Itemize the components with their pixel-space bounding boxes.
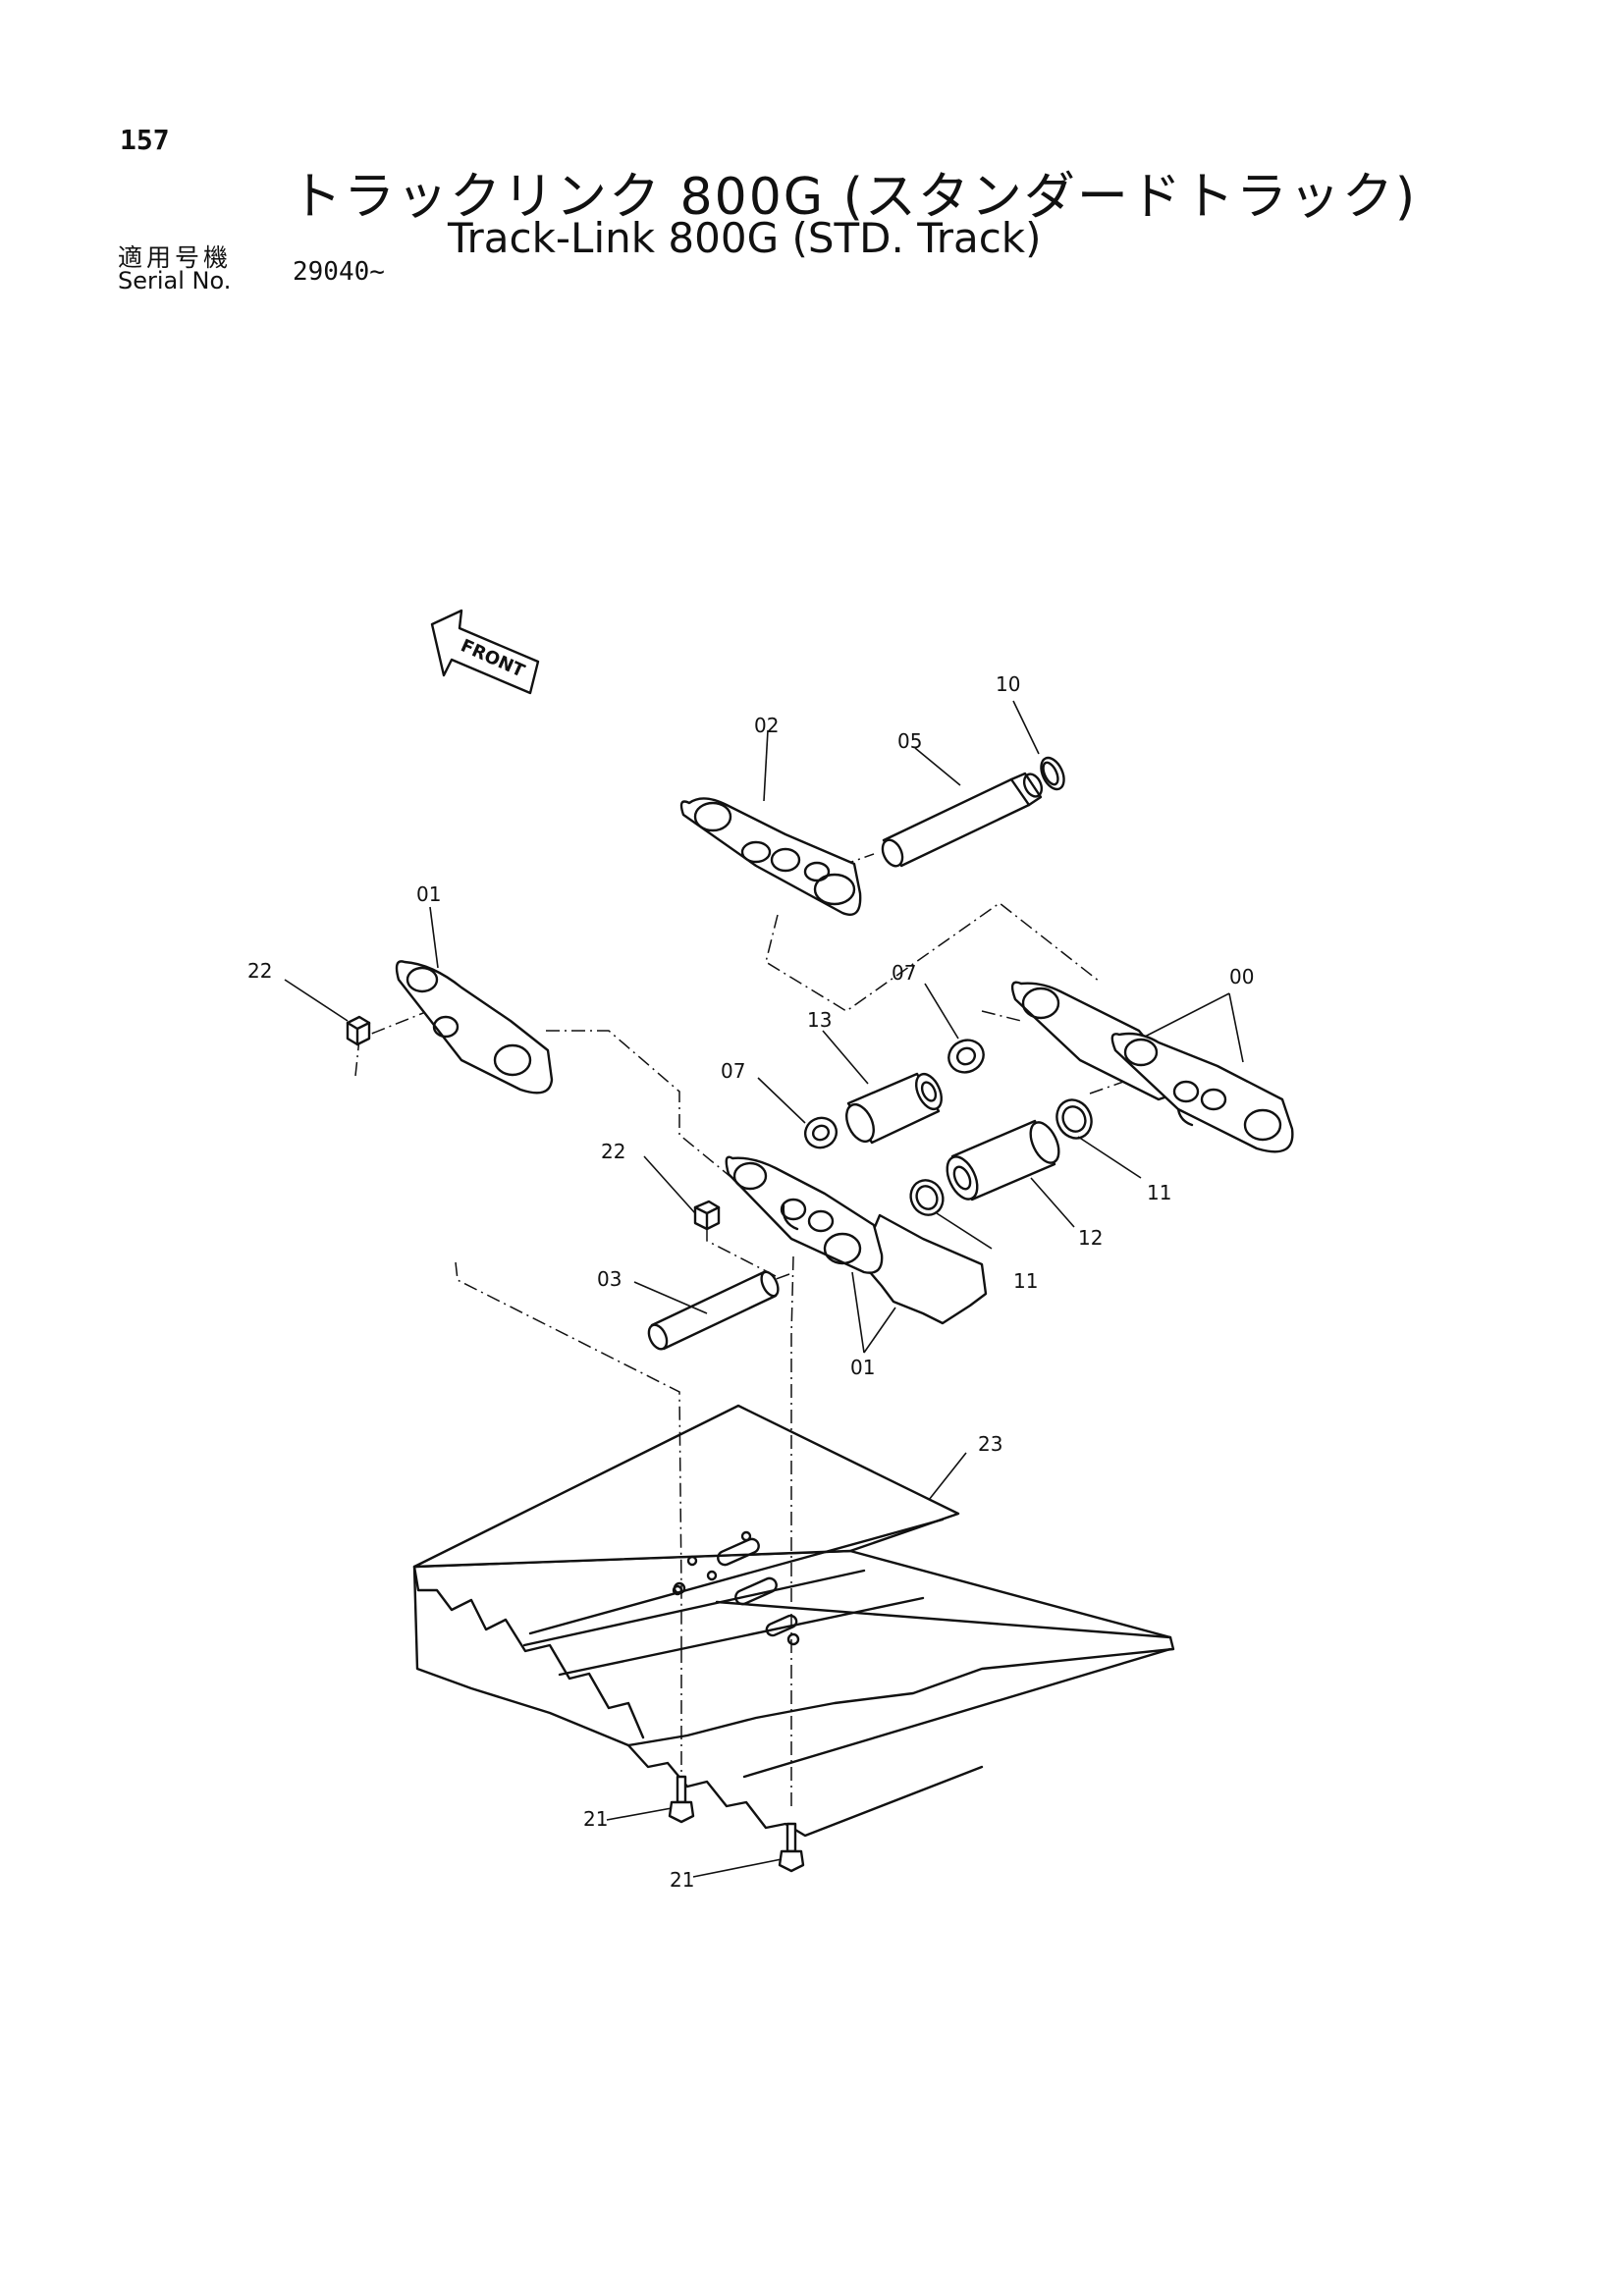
part-21-bolt-left: [668, 1775, 695, 1824]
part-07-spacer-lower: [803, 1116, 839, 1149]
callout-10: 10: [996, 672, 1020, 696]
callout-07-upper: 07: [892, 961, 916, 985]
part-22-nut-center: [693, 1200, 721, 1231]
part-21-bolt-right: [778, 1822, 805, 1873]
serial-label-english: Serial No.: [118, 267, 232, 294]
part-03-pin: [647, 1270, 780, 1351]
part-00-link-assembly: [1010, 981, 1294, 1153]
callout-23: 23: [978, 1432, 1002, 1456]
callout-11-upper: 11: [1147, 1181, 1171, 1204]
callout-01-upper: 01: [416, 882, 441, 906]
page-number: 157: [120, 124, 170, 156]
callout-22-center: 22: [601, 1140, 625, 1163]
callout-13: 13: [807, 1008, 832, 1032]
part-11-seal-lower: [909, 1179, 945, 1216]
callout-00: 00: [1229, 965, 1254, 988]
part-11-seal-upper: [1055, 1098, 1093, 1140]
part-10-ring: [1040, 756, 1065, 791]
callout-leaders: [284, 700, 1244, 1878]
serial-label-japanese: 適用号機: [118, 243, 233, 272]
track-shoe-assembly: [412, 1404, 1175, 1838]
title-japanese: トラックリンク 800G (スタンダードトラック): [291, 168, 1418, 227]
callout-12: 12: [1078, 1226, 1103, 1250]
part-02-track-link: [679, 797, 862, 916]
part-12-bushing: [946, 1119, 1060, 1201]
callout-11-lower: 11: [1013, 1269, 1038, 1293]
callout-22-left: 22: [247, 959, 272, 983]
part-01-track-link-left: [395, 960, 554, 1095]
part-07-spacer-upper: [947, 1039, 985, 1074]
callout-07-lower: 07: [721, 1059, 745, 1083]
part-01-track-link-center: [725, 1155, 988, 1325]
callout-02: 02: [754, 714, 779, 737]
callout-01-lower: 01: [850, 1356, 875, 1379]
callout-21-left: 21: [583, 1807, 608, 1831]
part-22-nut-left: [346, 1015, 371, 1046]
callout-numbers: 10 02 05 01 22 00 07 13 07 22 11 12 11 0…: [247, 672, 1254, 1892]
part-13-bushing: [845, 1072, 944, 1145]
callout-21-right: 21: [670, 1868, 694, 1892]
callout-05: 05: [897, 729, 922, 753]
front-arrow-icon: FRONT: [430, 609, 540, 695]
title-english: Track-Link 800G (STD. Track): [448, 214, 1042, 262]
callout-03: 03: [597, 1267, 622, 1291]
part-05-pin: [881, 772, 1044, 868]
serial-number-value: 29040~: [293, 257, 385, 287]
